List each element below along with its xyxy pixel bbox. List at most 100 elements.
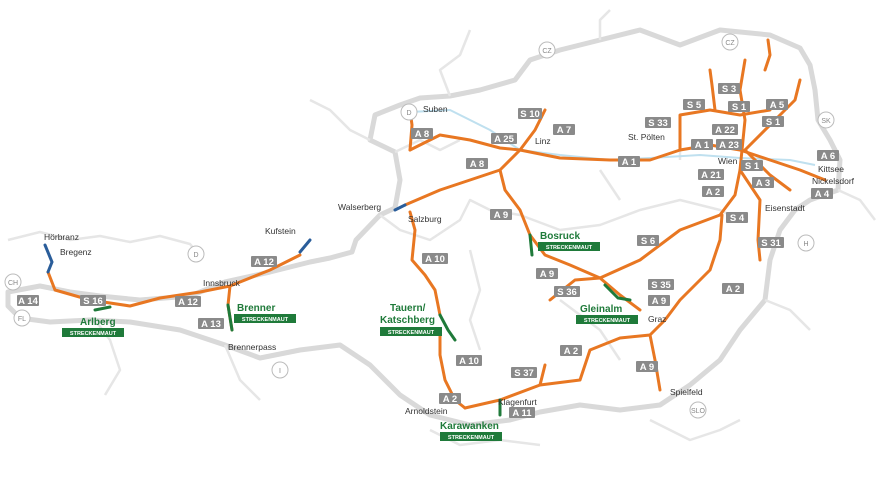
city-label: Nickelsdorf [812, 176, 855, 186]
road-shield: A 1 [691, 139, 713, 151]
svg-text:S 36: S 36 [557, 287, 577, 298]
country-marker-d: D [400, 103, 418, 121]
austria-border [5, 27, 843, 428]
country-marker-i: I [271, 361, 289, 379]
svg-text:S 4: S 4 [730, 213, 745, 224]
road-shield: S 31 [758, 237, 784, 249]
road-shield: S 35 [648, 279, 674, 291]
city-label: Suben [423, 104, 448, 114]
svg-text:A 13: A 13 [201, 319, 221, 330]
city-label: Brennerpass [228, 342, 276, 352]
country-marker-ch: CH [4, 273, 22, 291]
svg-text:S 31: S 31 [761, 238, 781, 249]
svg-text:S 35: S 35 [651, 280, 671, 291]
svg-text:A 3: A 3 [756, 178, 770, 189]
svg-text:A 4: A 4 [815, 189, 830, 200]
road-shield: A 2 [722, 283, 744, 295]
state-border [7, 230, 201, 257]
country-marker-d: D [187, 245, 205, 263]
state-border [438, 29, 472, 97]
road-shield: A 22 [712, 124, 738, 136]
svg-text:A 2: A 2 [564, 346, 578, 357]
toll-labels: Arlberg STRECKENMAUT Brenner STRECKENMAU… [62, 231, 638, 441]
road-shield: A 6 [817, 150, 839, 162]
svg-text:S 6: S 6 [641, 236, 655, 247]
road-shield: A 10 [456, 355, 482, 367]
road-shield: A 2 [439, 393, 461, 405]
svg-text:A 25: A 25 [494, 134, 514, 145]
svg-text:A 10: A 10 [459, 356, 479, 367]
road-shield: A 5 [766, 99, 788, 111]
road-shield: S 36 [554, 286, 580, 298]
toll-name-gleinalm: Gleinalm [580, 304, 622, 315]
road-shield: A 2 [560, 345, 582, 357]
city-label: Graz [648, 314, 666, 324]
maut-badge: STRECKENMAUT [234, 314, 296, 323]
toll-name-brenner: Brenner [237, 303, 275, 314]
city-label: Kittsee [818, 164, 844, 174]
road-shield: S 6 [637, 235, 659, 247]
svg-text:CZ: CZ [542, 48, 552, 55]
road-shield: A 12 [175, 296, 201, 308]
svg-text:SLO: SLO [691, 408, 706, 415]
road-shield: S 5 [683, 99, 705, 111]
road-shield: A 1 [618, 156, 640, 168]
svg-text:STRECKENMAUT: STRECKENMAUT [70, 331, 117, 337]
toll-name-tauern: Tauern/ [390, 303, 426, 314]
svg-text:A 10: A 10 [425, 254, 445, 265]
city-label: Walserberg [338, 202, 381, 212]
road-shield: A 9 [490, 209, 512, 221]
road-shield: A 11 [509, 407, 535, 419]
road-shield: S 37 [511, 367, 537, 379]
svg-text:STRECKENMAUT: STRECKENMAUT [242, 317, 289, 323]
svg-text:A 2: A 2 [726, 284, 740, 295]
road-shield: S 1 [762, 116, 784, 128]
road-shield: A 9 [636, 361, 658, 373]
road-shield: S 1 [728, 101, 750, 113]
svg-text:S 5: S 5 [687, 100, 702, 111]
country-marker-fl: FL [13, 309, 31, 327]
road-shield: A 2 [702, 186, 724, 198]
svg-text:A 8: A 8 [470, 159, 484, 170]
road-shield: S 1 [741, 160, 763, 172]
city-label: Eisenstadt [765, 203, 805, 213]
danube-river [409, 108, 816, 166]
svg-text:A 1: A 1 [622, 157, 637, 168]
road-shield: A 9 [648, 295, 670, 307]
road-shield: A 12 [251, 256, 277, 268]
svg-text:A 11: A 11 [512, 408, 532, 419]
city-label: St. Pölten [628, 132, 665, 142]
state-border [223, 344, 261, 401]
state-border [837, 188, 876, 221]
state-border [649, 418, 741, 442]
svg-text:A 1: A 1 [695, 140, 710, 151]
svg-text:A 14: A 14 [18, 296, 38, 307]
svg-text:A 5: A 5 [770, 100, 785, 111]
svg-text:D: D [193, 252, 198, 259]
city-label: Linz [535, 136, 551, 146]
state-border [559, 299, 622, 361]
road-shield: A 21 [698, 169, 724, 181]
svg-text:D: D [406, 110, 411, 117]
city-label: Hörbranz [44, 232, 79, 242]
city-labels: Hörbranz Bregenz Kufstein Innsbruck Bren… [44, 104, 855, 416]
country-marker-h: H [797, 234, 815, 252]
road-shield: S 3 [718, 83, 740, 95]
svg-text:A 21: A 21 [701, 170, 721, 181]
country-markers: CZ CZ D D SK H SLO I CH FL [4, 33, 835, 419]
svg-text:A 6: A 6 [821, 151, 835, 162]
maut-badge: STRECKENMAUT [440, 432, 502, 441]
svg-text:A 9: A 9 [494, 210, 508, 221]
svg-text:STRECKENMAUT: STRECKENMAUT [388, 330, 435, 336]
road-shield: A 14 [17, 295, 39, 307]
city-label: Wien [718, 156, 738, 166]
svg-text:S 16: S 16 [83, 296, 103, 307]
svg-text:A 22: A 22 [715, 125, 735, 136]
border-crossings [43, 203, 407, 274]
road-shield: A 8 [411, 128, 433, 140]
svg-text:S 1: S 1 [766, 117, 781, 128]
svg-text:S 3: S 3 [722, 84, 736, 95]
road-shield: S 33 [645, 117, 671, 129]
svg-text:CH: CH [8, 280, 18, 287]
state-border [598, 169, 622, 201]
